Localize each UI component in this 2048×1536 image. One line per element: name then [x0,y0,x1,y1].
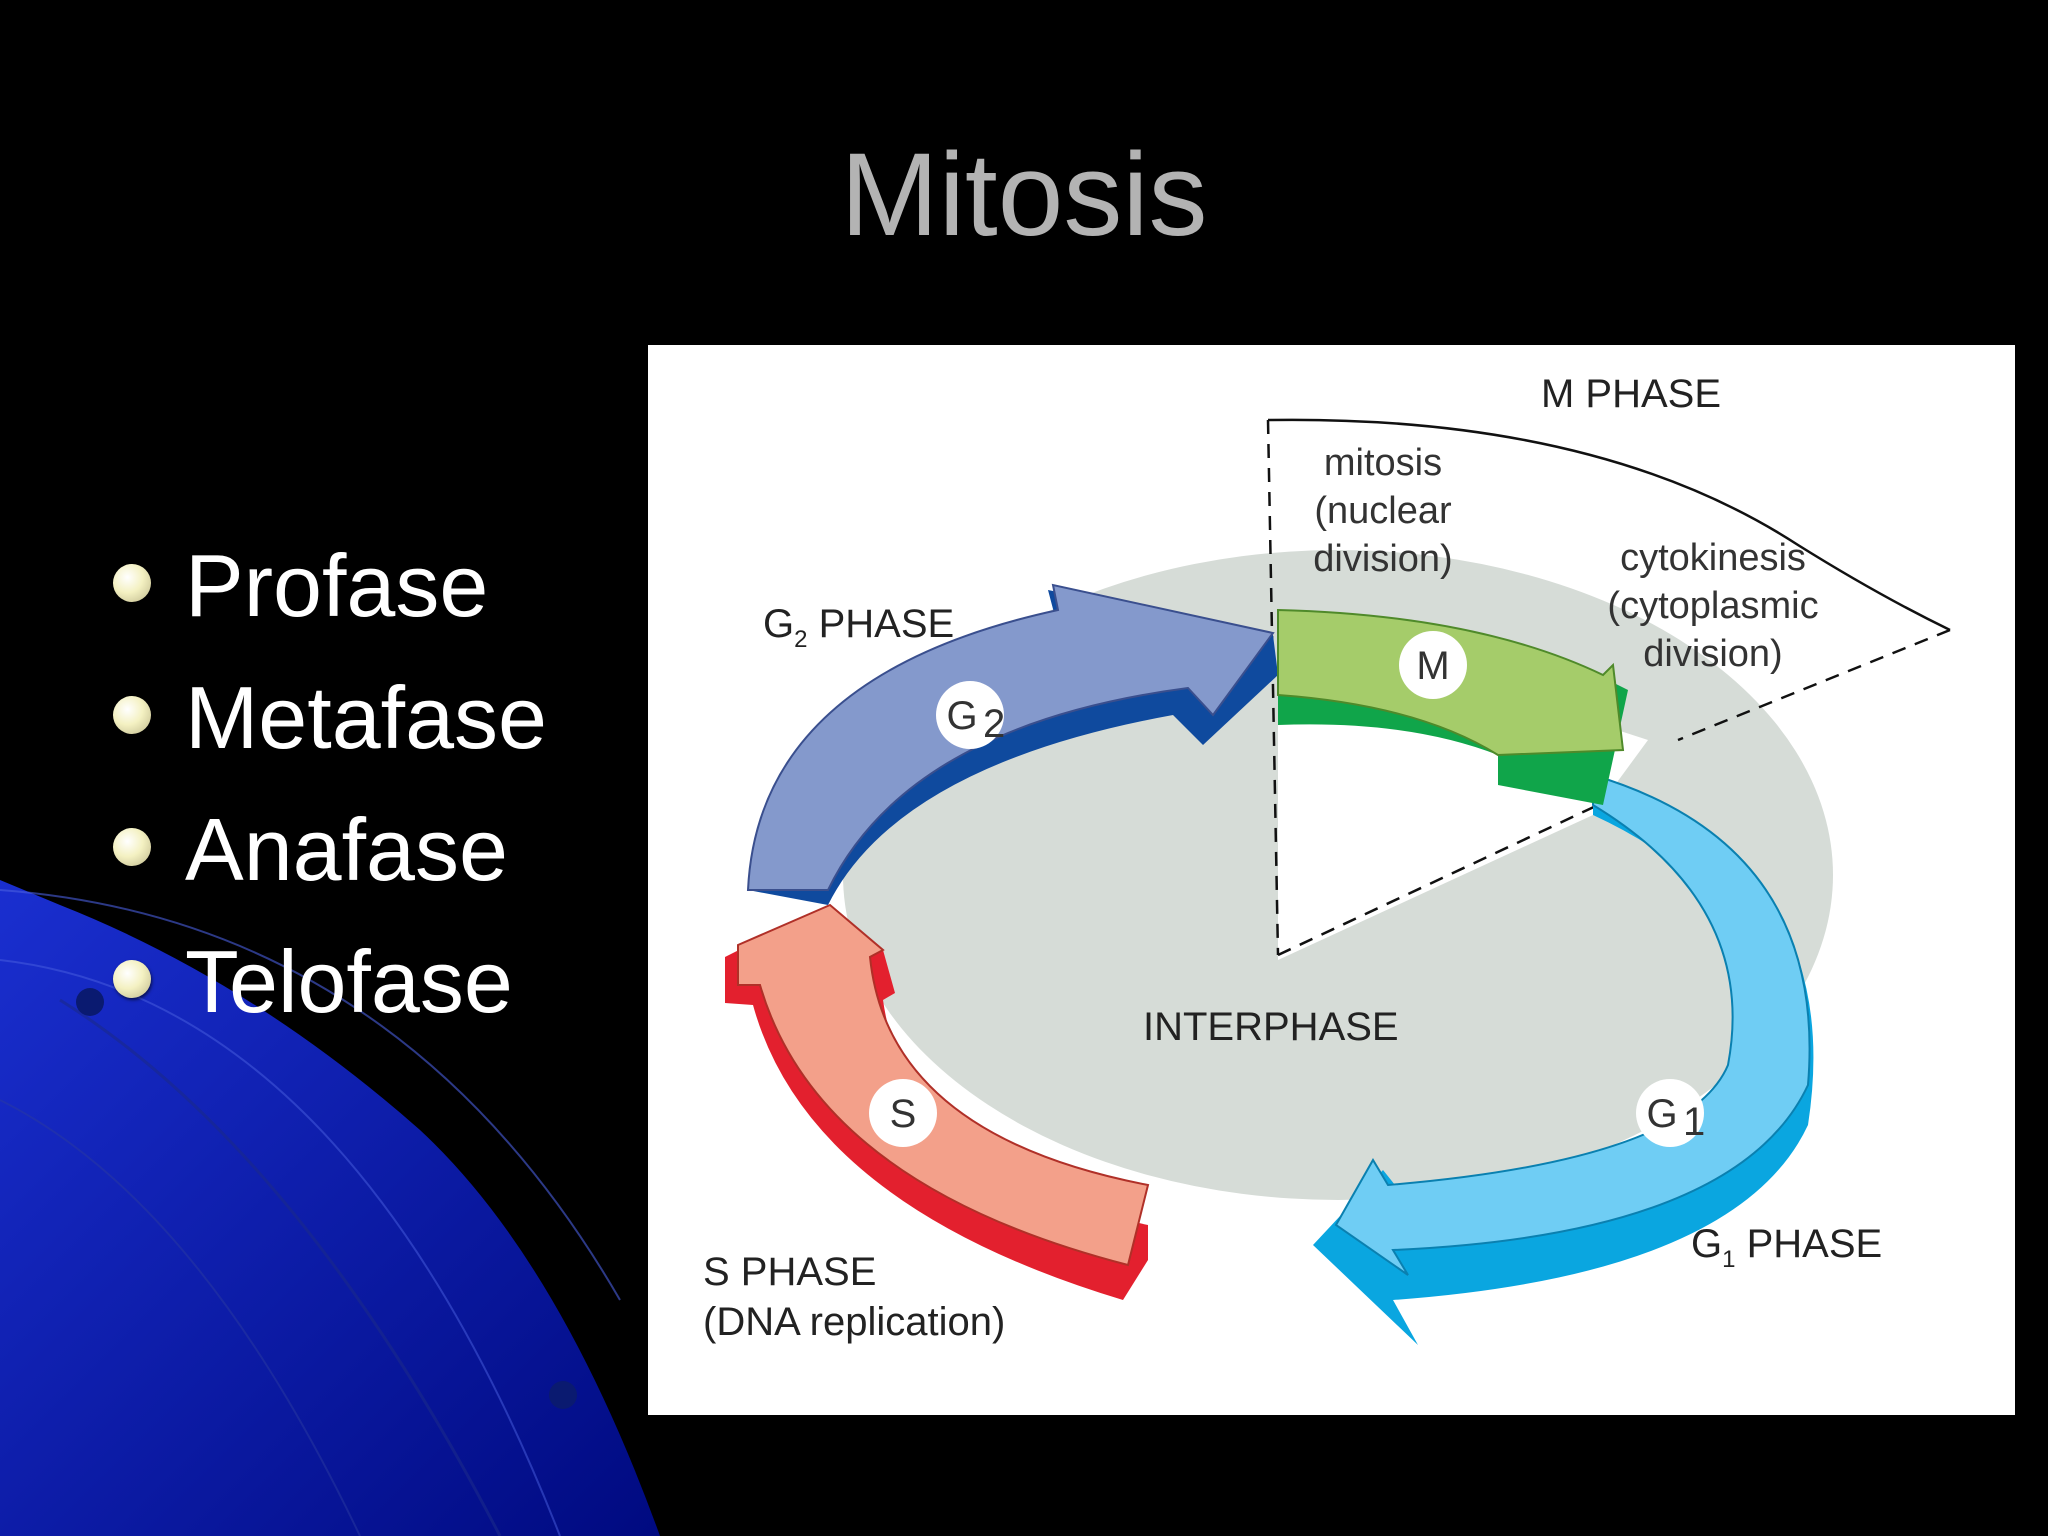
bullet-text: Profase [185,536,489,635]
bullet-item: Profase [105,520,547,652]
mitosis-label-line2: (nuclear [1314,490,1452,532]
g1-phase-label: G1 PHASE [1691,1222,1882,1273]
svg-text:M: M [1416,644,1449,688]
svg-text:S: S [890,1092,917,1136]
g2-arrow [746,583,1278,905]
s-phase-label: S PHASE [703,1250,876,1294]
cell-cycle-figure: M G 2 S G 1 INTERPHASE M PHASE mitosis (… [648,345,2015,1415]
slide-title: Mitosis [840,129,1208,261]
swoosh-line [0,959,561,1536]
bullet-icon [113,564,151,602]
bullet-item: Anafase [105,784,547,916]
g1-arrow [1313,773,1814,1345]
interphase-label: INTERPHASE [1143,1005,1399,1049]
swoosh-line [59,998,502,1536]
g2-phase-label: G2 PHASE [763,602,954,653]
m-phase-outline [1266,418,1951,957]
svg-text:1: 1 [1683,1100,1705,1144]
cytokinesis-label-line2: (cytoplasmic [1607,585,1818,627]
cell-cycle-diagram: M G 2 S G 1 INTERPHASE M PHASE mitosis (… [703,372,1951,1345]
svg-text:G: G [946,694,977,738]
swoosh-dot [549,1381,577,1409]
blue-swoosh [0,880,660,1536]
g2-circle-icon: G 2 [936,681,1005,749]
bullet-icon [113,960,151,998]
m-phase-label: M PHASE [1541,372,1721,416]
bullet-icon [113,828,151,866]
swoosh-line [0,1099,361,1536]
g1-circle-icon: G 1 [1636,1079,1705,1147]
bullet-text: Telofase [185,932,513,1031]
s-phase-sublabel: (DNA replication) [703,1300,1005,1344]
bullet-list: Profase Metafase Anafase Telofase [105,520,547,1048]
cytokinesis-label-line3: division) [1643,633,1782,675]
m-circle-icon: M [1399,631,1467,699]
bullet-icon [113,696,151,734]
bullet-text: Metafase [185,668,547,767]
svg-text:G: G [1646,1092,1677,1136]
s-circle-icon: S [869,1079,937,1147]
swoosh-dot [76,988,104,1016]
bullet-item: Metafase [105,652,547,784]
bullet-item: Telofase [105,916,547,1048]
swoosh-line [0,889,621,1301]
cytokinesis-label-line1: cytokinesis [1620,537,1806,579]
mitosis-label-line3: division) [1313,538,1452,580]
bullet-text: Anafase [185,800,508,899]
s-arrow [725,903,1150,1300]
svg-text:2: 2 [983,702,1005,746]
mitosis-label-line1: mitosis [1324,442,1442,484]
